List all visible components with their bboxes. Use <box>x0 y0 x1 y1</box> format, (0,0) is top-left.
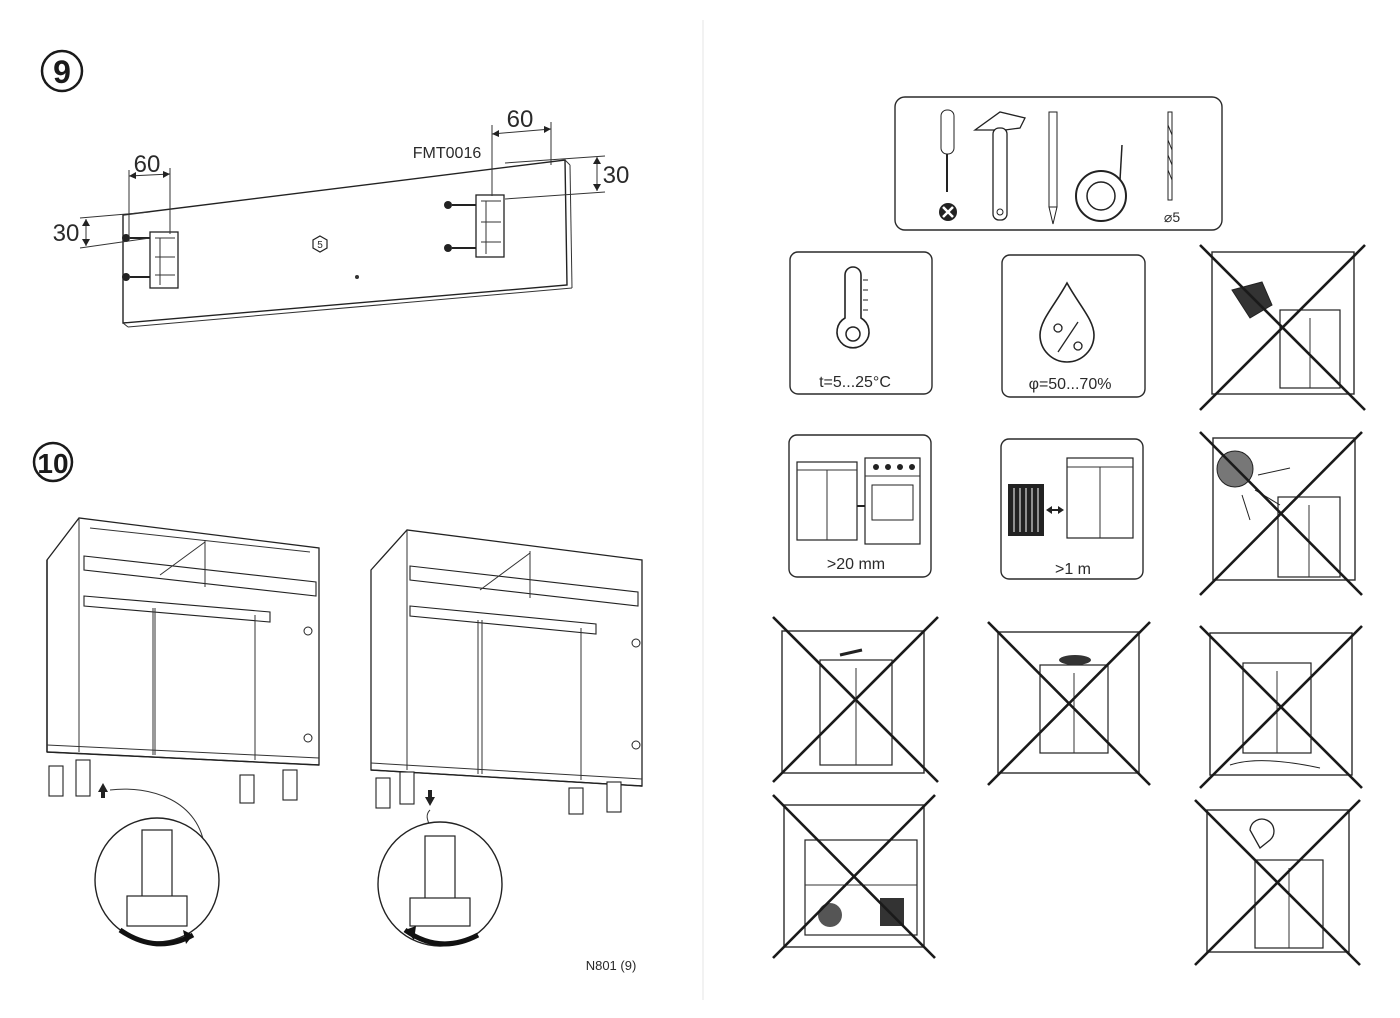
heater-distance-condition: >1 m <box>1000 438 1144 580</box>
tools-panel: ⌀5 <box>894 96 1223 231</box>
prohibited-kettle-pour <box>1194 799 1361 966</box>
kettle-icon <box>1249 818 1275 849</box>
svg-text:30: 30 <box>603 162 630 189</box>
prohibited-hot-pan <box>987 621 1151 786</box>
svg-text:5: 5 <box>317 240 323 251</box>
tape-measure-icon <box>1075 144 1127 222</box>
dim-right-height: 30 <box>504 155 630 200</box>
footer-code: N801 (9) <box>586 958 637 973</box>
screws <box>122 201 476 281</box>
step-10-badge: 10 <box>32 441 74 483</box>
water-puddle-icon <box>1229 760 1321 769</box>
humidity-condition: φ=50...70% <box>1001 254 1146 398</box>
step-9-panel-drawing: 5 <box>53 106 630 328</box>
prohibited-water-spill <box>1199 625 1363 789</box>
svg-text:60: 60 <box>134 151 161 178</box>
step-10-number: 10 <box>37 448 68 479</box>
knife-icon <box>839 648 863 657</box>
pan-icon <box>1059 655 1091 665</box>
humidity-label: φ=50...70% <box>1029 376 1112 393</box>
left-bracket <box>149 231 179 289</box>
foot-adjust-detail-right <box>377 809 503 947</box>
prohibited-sunlight <box>1199 431 1363 596</box>
flask-icon <box>1231 281 1273 319</box>
heater-icon <box>1008 484 1044 536</box>
step-9-number: 9 <box>53 54 71 90</box>
dim-left-height: 30 <box>53 211 151 249</box>
svg-text:60: 60 <box>507 106 534 133</box>
stove-distance-label: >20 mm <box>827 556 885 573</box>
prohibited-chemicals <box>1199 244 1366 411</box>
dim-right-width: 60 <box>491 106 552 196</box>
heater-distance-label: >1 m <box>1055 561 1091 578</box>
water-drop-icon <box>1039 281 1095 363</box>
svg-text:30: 30 <box>53 220 80 247</box>
cabinet-left <box>46 517 320 804</box>
kettle-icon <box>818 903 842 927</box>
foot-adjust-detail-left <box>94 788 220 947</box>
stove-icon <box>864 457 921 545</box>
right-bracket <box>475 194 505 258</box>
stove-distance-condition: >20 mm <box>788 434 932 578</box>
distance-arrow-icon <box>1046 506 1064 514</box>
drill-size-label: ⌀5 <box>1164 209 1180 225</box>
thermometer-icon <box>836 266 870 349</box>
cabinet-icon <box>1066 457 1134 539</box>
drill-bit-icon: ⌀5 <box>1164 111 1180 225</box>
part-code-label: FMT0016 <box>413 145 482 162</box>
screwdriver-icon <box>939 109 957 221</box>
hammer-icon <box>972 111 1026 221</box>
center-marker: 5 <box>312 235 328 253</box>
prohibited-heavy-load <box>772 794 936 959</box>
cabinet-icon <box>796 461 858 541</box>
temperature-condition: t=5...25°C <box>789 251 933 395</box>
step-9-badge: 9 <box>40 49 84 93</box>
pencil-icon <box>1048 111 1058 225</box>
temperature-label: t=5...25°C <box>819 374 891 391</box>
dim-left-width: 60 <box>128 151 171 236</box>
prohibited-sharp-objects <box>772 616 939 783</box>
cabinet-right <box>370 529 643 815</box>
